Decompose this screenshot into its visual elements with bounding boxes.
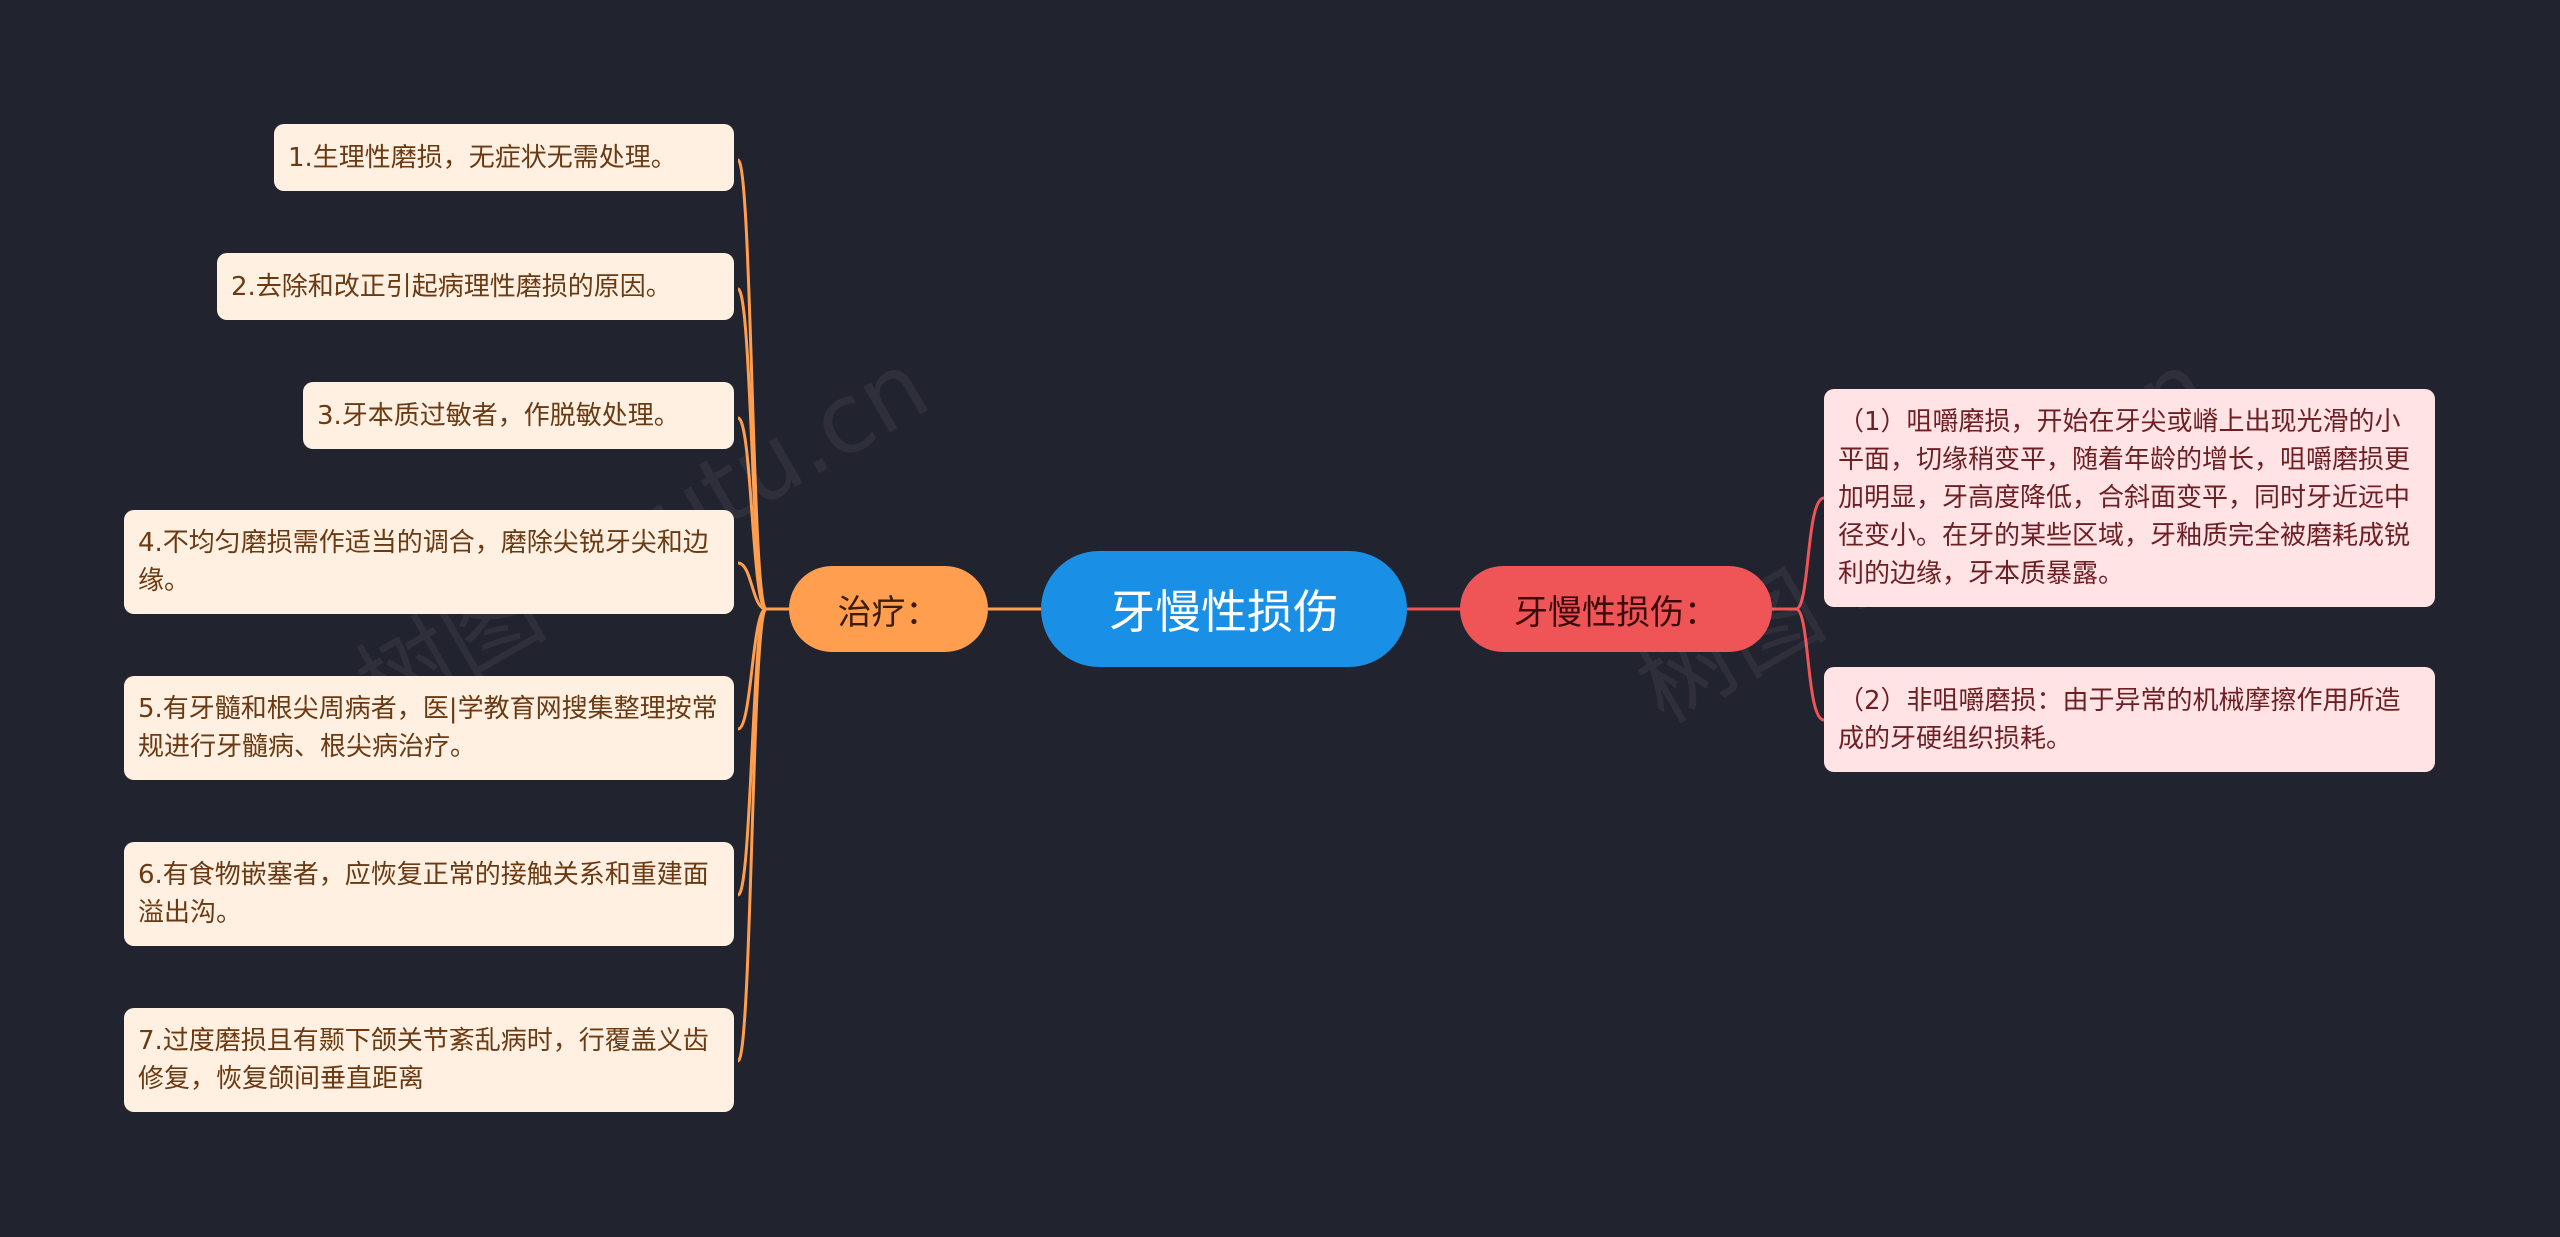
branch-chronic-injury-label: 牙慢性损伤：: [1514, 592, 1718, 633]
injury-item-1[interactable]: （1）咀嚼磨损，开始在牙尖或嵴上出现光滑的小平面，切缘稍变平，随着年龄的增长，咀…: [1824, 389, 2435, 607]
link-left-5: [737, 607, 789, 731]
link-left-1: [736, 158, 789, 611]
link-left-7: [736, 607, 789, 1063]
treatment-item-1[interactable]: 1.生理性磨损，无症状无需处理。: [274, 124, 734, 191]
injury-item-2-text: （2）非咀嚼磨损：由于异常的机械摩擦作用所造成的牙硬组织损耗。: [1838, 685, 2401, 754]
treatment-item-5[interactable]: 5.有牙髓和根尖周病者，医|学教育网搜集整理按常规进行牙髓病、根尖病治疗。: [124, 676, 734, 780]
treatment-item-6[interactable]: 6.有食物嵌塞者，应恢复正常的接触关系和重建面溢出沟。: [124, 842, 734, 946]
link-right-2: [1772, 607, 1825, 722]
treatment-item-4-text: 4.不均匀磨损需作适当的调合，磨除尖锐牙尖和边缘。: [138, 528, 709, 596]
treatment-item-6-text: 6.有食物嵌塞者，应恢复正常的接触关系和重建面溢出沟。: [138, 860, 709, 928]
treatment-item-7[interactable]: 7.过度磨损且有颞下颌关节紊乱病时，行覆盖义齿修复，恢复颌间垂直距离: [124, 1008, 734, 1112]
treatment-item-3-text: 3.牙本质过敏者，作脱敏处理。: [317, 400, 680, 431]
treatment-item-4[interactable]: 4.不均匀磨损需作适当的调合，磨除尖锐牙尖和边缘。: [124, 510, 734, 614]
root-topic-label: 牙慢性损伤: [1109, 585, 1339, 639]
injury-item-1-text: （1）咀嚼磨损，开始在牙尖或嵴上出现光滑的小平面，切缘稍变平，随着年龄的增长，咀…: [1838, 407, 2411, 589]
link-left-3: [736, 416, 789, 611]
branch-chronic-injury[interactable]: 牙慢性损伤：: [1460, 566, 1772, 652]
link-right-1: [1772, 496, 1825, 611]
branch-treatment[interactable]: 治疗：: [789, 566, 988, 652]
root-topic[interactable]: 牙慢性损伤: [1041, 551, 1407, 667]
treatment-item-1-text: 1.生理性磨损，无症状无需处理。: [288, 142, 677, 173]
treatment-item-2-text: 2.去除和改正引起病理性磨损的原因。: [231, 271, 672, 302]
treatment-item-5-text: 5.有牙髓和根尖周病者，医|学教育网搜集整理按常规进行牙髓病、根尖病治疗。: [138, 694, 718, 762]
branch-treatment-label: 治疗：: [837, 592, 940, 633]
treatment-item-3[interactable]: 3.牙本质过敏者，作脱敏处理。: [303, 382, 734, 449]
link-left-6: [736, 607, 789, 897]
treatment-item-7-text: 7.过度磨损且有颞下颌关节紊乱病时，行覆盖义齿修复，恢复颌间垂直距离: [138, 1026, 709, 1094]
injury-item-2[interactable]: （2）非咀嚼磨损：由于异常的机械摩擦作用所造成的牙硬组织损耗。: [1824, 667, 2435, 772]
treatment-item-2[interactable]: 2.去除和改正引起病理性磨损的原因。: [217, 253, 734, 320]
